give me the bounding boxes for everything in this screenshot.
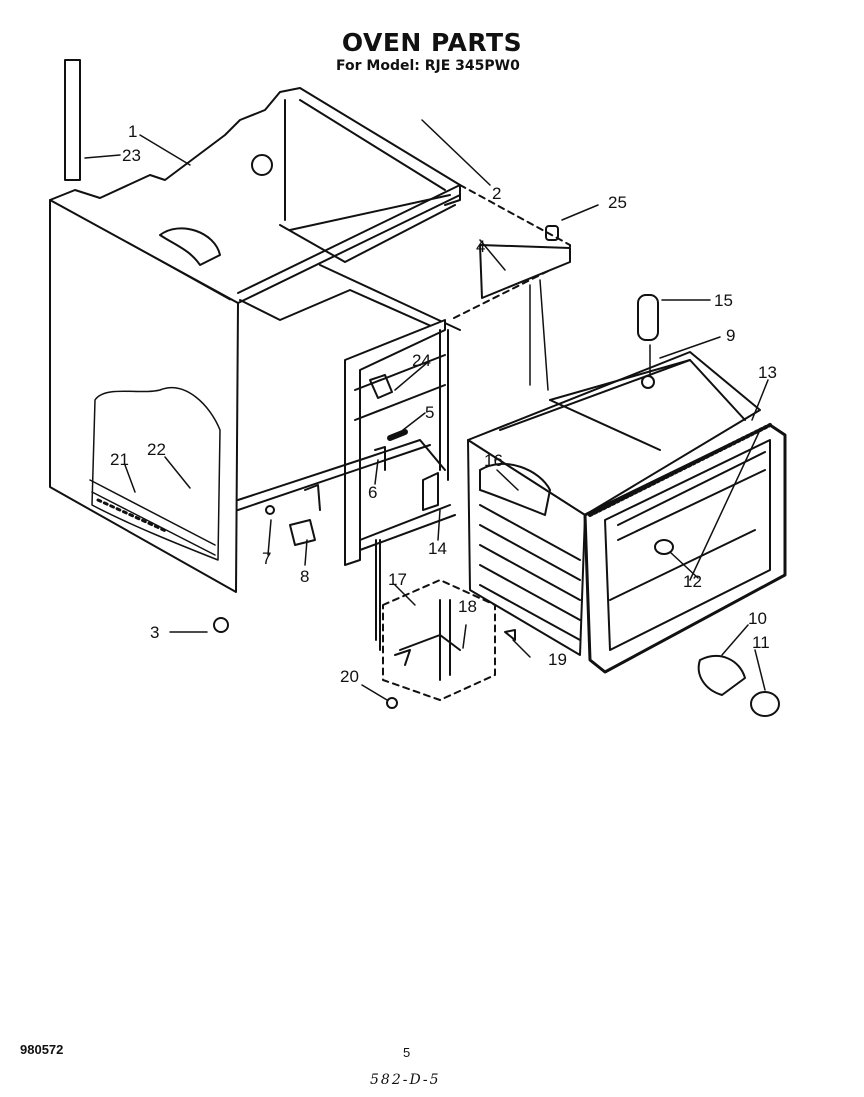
cabinet-frame (49, 87, 571, 391)
callout-21: 21 (110, 450, 129, 469)
callout-9: 9 (726, 326, 735, 345)
callout-1: 1 (128, 122, 137, 141)
handwritten-note: 582-D-5 (370, 1072, 441, 1088)
callout-labels: 1 2 3 4 5 6 7 8 9 10 11 12 13 14 15 16 1… (110, 122, 777, 686)
callout-3: 3 (150, 623, 159, 642)
callout-14: 14 (428, 539, 447, 558)
callout-22: 22 (147, 440, 166, 459)
callout-25: 25 (608, 193, 627, 212)
cabinet-side-panel (49, 199, 239, 593)
page-title: OVEN PARTS (341, 28, 523, 57)
callout-11: 11 (752, 633, 770, 652)
callout-20: 20 (340, 667, 359, 686)
leader-lines (84, 119, 769, 701)
callout-24: 24 (412, 351, 431, 370)
callout-16: 16 (484, 451, 503, 470)
small-parts (64, 59, 780, 717)
callout-23: 23 (122, 146, 141, 165)
page-number: 5 (403, 1045, 411, 1060)
callout-5: 5 (425, 403, 434, 422)
callout-18: 18 (458, 597, 477, 616)
hinge-assembly (375, 539, 496, 701)
callout-4: 4 (476, 237, 485, 256)
callout-17: 17 (388, 570, 407, 589)
callout-19: 19 (548, 650, 567, 669)
callout-8: 8 (300, 567, 309, 586)
model-subtitle: For Model: RJE 345PW0 (336, 58, 520, 74)
callout-15: 15 (714, 291, 733, 310)
document-code: 980572 (20, 1042, 64, 1057)
callout-12: 12 (683, 572, 702, 591)
callout-2: 2 (492, 184, 501, 203)
callout-13: 13 (758, 363, 777, 382)
callout-6: 6 (368, 483, 377, 502)
oven-liner (467, 351, 787, 674)
callout-7: 7 (262, 549, 271, 568)
front-frame (237, 319, 456, 566)
callout-10: 10 (748, 609, 767, 628)
